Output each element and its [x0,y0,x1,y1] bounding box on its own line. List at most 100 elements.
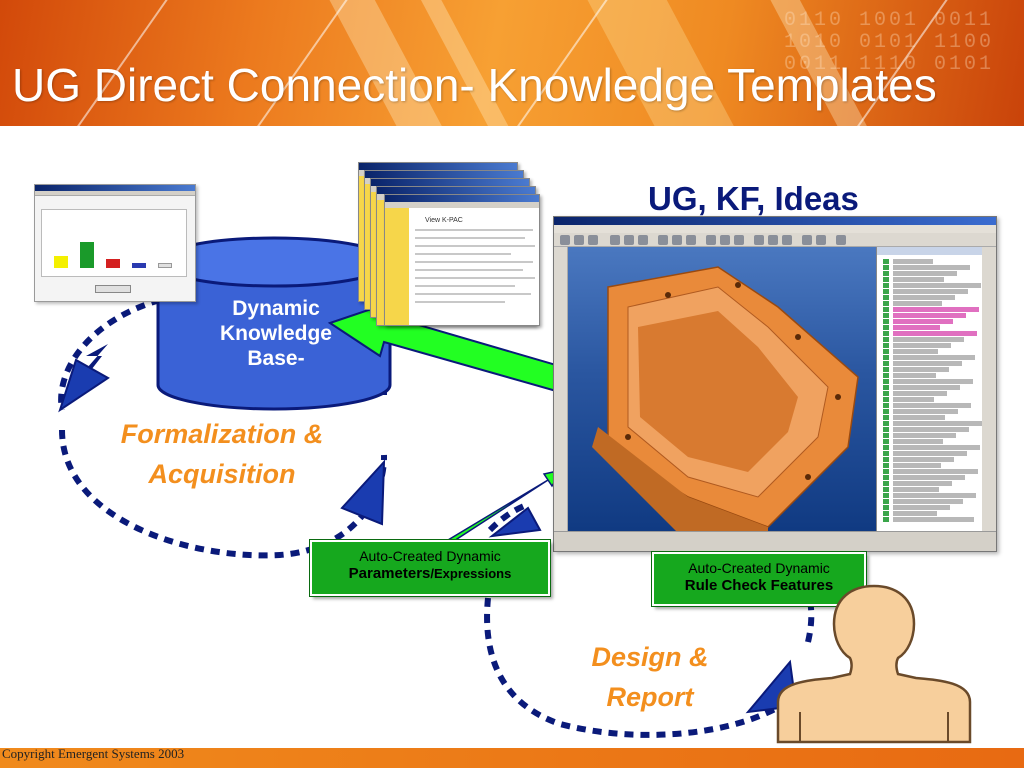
nav-checkbox[interactable] [883,325,889,330]
nav-row[interactable] [893,277,944,282]
nav-row[interactable] [893,493,976,498]
nav-row[interactable] [893,271,957,276]
loop-upper-arrowhead-right [340,459,386,526]
cad-status-bar [554,531,996,551]
nav-checkbox[interactable] [883,361,889,366]
nav-checkbox[interactable] [883,367,889,372]
nav-row[interactable] [893,451,967,456]
nav-row[interactable] [893,331,977,336]
nav-checkbox[interactable] [883,481,889,486]
nav-checkbox[interactable] [883,505,889,510]
nav-checkbox[interactable] [883,289,889,294]
nav-row[interactable] [893,349,938,354]
nav-checkbox[interactable] [883,259,889,264]
nav-checkbox[interactable] [883,409,889,414]
nav-row[interactable] [893,379,973,384]
nav-checkbox[interactable] [883,457,889,462]
nav-checkbox[interactable] [883,433,889,438]
nav-row[interactable] [893,475,965,480]
nav-row[interactable] [893,259,933,264]
person-icon [776,584,972,744]
nav-checkbox[interactable] [883,379,889,384]
nav-row[interactable] [893,445,980,450]
nav-checkbox[interactable] [883,517,889,522]
nav-checkbox[interactable] [883,283,889,288]
parameters-arrow [437,468,564,552]
nav-checkbox[interactable] [883,385,889,390]
nav-checkbox[interactable] [883,511,889,516]
nav-row[interactable] [893,385,960,390]
nav-row[interactable] [893,301,942,306]
nav-checkbox[interactable] [883,265,889,270]
nav-checkbox[interactable] [883,337,889,342]
nav-checkbox[interactable] [883,451,889,456]
nav-row[interactable] [893,499,963,504]
nav-row[interactable] [893,505,950,510]
nav-row[interactable] [893,373,936,378]
nav-row[interactable] [893,307,979,312]
nav-row[interactable] [893,481,952,486]
nav-checkbox[interactable] [883,277,889,282]
nav-row[interactable] [893,337,964,342]
nav-checkbox[interactable] [883,301,889,306]
nav-checkbox[interactable] [883,343,889,348]
cad-viewport [568,247,876,533]
nav-row[interactable] [893,409,958,414]
nav-row[interactable] [893,313,966,318]
nav-checkbox[interactable] [883,397,889,402]
nav-row[interactable] [893,415,945,420]
nav-checkbox[interactable] [883,355,889,360]
nav-checkbox[interactable] [883,349,889,354]
nav-row[interactable] [893,511,937,516]
nav-row[interactable] [893,391,947,396]
nav-row[interactable] [893,487,939,492]
nav-checkbox[interactable] [883,439,889,444]
slide-title: UG Direct Connection- Knowledge Template… [12,60,937,111]
copyright-text: Copyright Emergent Systems 2003 [2,746,185,761]
nav-row[interactable] [893,343,951,348]
rules-callout: Auto-Created Dynamic Rule Check Features [651,551,867,607]
nav-row[interactable] [893,427,969,432]
nav-row[interactable] [893,295,955,300]
nav-checkbox[interactable] [883,307,889,312]
nav-row[interactable] [893,325,940,330]
nav-checkbox[interactable] [883,427,889,432]
nav-checkbox[interactable] [883,445,889,450]
nav-checkbox[interactable] [883,391,889,396]
nav-row[interactable] [893,319,953,324]
nav-row[interactable] [893,283,981,288]
nav-checkbox[interactable] [883,271,889,276]
nav-checkbox[interactable] [883,475,889,480]
design-report-label: Design & Report [591,642,709,712]
nav-checkbox[interactable] [883,499,889,504]
nav-checkbox[interactable] [883,373,889,378]
nav-checkbox[interactable] [883,463,889,468]
nav-checkbox[interactable] [883,469,889,474]
footer-bar [0,748,1024,768]
nav-checkbox[interactable] [883,331,889,336]
nav-checkbox[interactable] [883,421,889,426]
nav-row[interactable] [893,439,943,444]
nav-row[interactable] [893,361,962,366]
nav-row[interactable] [893,265,970,270]
nav-row[interactable] [893,457,954,462]
nav-checkbox[interactable] [883,487,889,492]
nav-row[interactable] [893,421,982,426]
nav-checkbox[interactable] [883,403,889,408]
nav-row[interactable] [893,367,949,372]
nav-checkbox[interactable] [883,295,889,300]
mini-window-button[interactable] [95,285,131,293]
nav-row[interactable] [893,433,956,438]
loop-lower-arrowhead-top [488,506,542,538]
nav-row[interactable] [893,469,978,474]
nav-row[interactable] [893,289,968,294]
nav-row[interactable] [893,517,974,522]
nav-checkbox[interactable] [883,319,889,324]
nav-checkbox[interactable] [883,313,889,318]
nav-checkbox[interactable] [883,415,889,420]
nav-row[interactable] [893,355,975,360]
nav-row[interactable] [893,403,971,408]
nav-row[interactable] [893,397,934,402]
nav-row[interactable] [893,463,941,468]
nav-checkbox[interactable] [883,493,889,498]
